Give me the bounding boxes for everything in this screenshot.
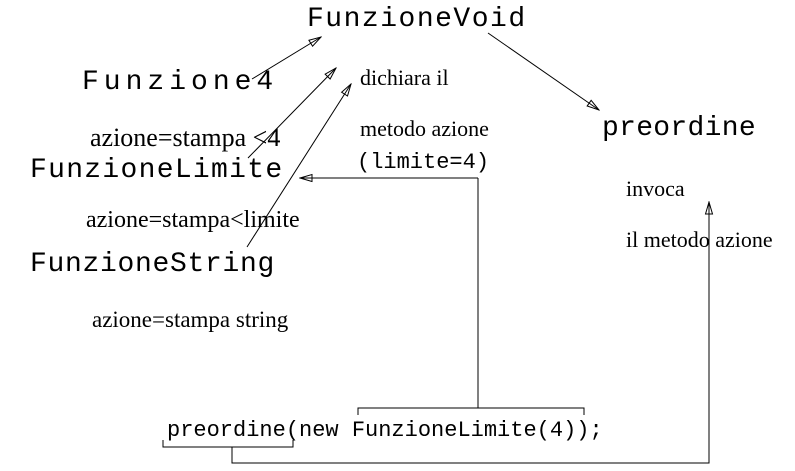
note-line: dichiara il bbox=[360, 65, 449, 90]
label-limite-param: (limite=4) bbox=[357, 150, 490, 175]
node-title-funzionelimite: FunzioneLimite bbox=[30, 155, 284, 186]
node-title-funzionevoid: FunzioneVoid bbox=[307, 4, 527, 35]
node-note-funzionelimite: azione=stampa<limite bbox=[86, 178, 300, 263]
node-note-preordine: invoca il metodo azione bbox=[626, 146, 773, 282]
bracket-over-funzionelimite-arg bbox=[357, 407, 585, 415]
note-line: metodo azione bbox=[360, 116, 489, 141]
node-note-funzione4: azione=stampa <4 bbox=[90, 95, 280, 180]
node-title-funzione4: Funzione4 bbox=[82, 67, 279, 98]
node-title-preordine: preordine bbox=[602, 113, 756, 144]
node-note-funzionestring: azione=stampa string bbox=[92, 277, 288, 362]
arrow-funzione4-to-funzionevoid bbox=[251, 37, 321, 80]
connector-code-to-preordine bbox=[231, 202, 709, 464]
arrow-funzionelimite-to-funzionevoid bbox=[247, 68, 336, 159]
label-code-statement: preordine(new FunzioneLimite(4)); bbox=[167, 418, 603, 443]
arrow-funzionestring-to-funzionevoid bbox=[246, 84, 351, 248]
note-line: invoca bbox=[626, 176, 685, 201]
note-line: azione=stampa<limite bbox=[86, 207, 300, 233]
node-title-funzionestring: FunzioneString bbox=[30, 249, 276, 280]
note-line: azione=stampa string bbox=[92, 307, 289, 332]
note-line: il metodo azione bbox=[626, 227, 773, 252]
arrow-funzionevoid-to-preordine bbox=[487, 32, 599, 110]
bracket-under-preordine bbox=[162, 440, 294, 448]
note-line: azione=stampa <4 bbox=[90, 123, 281, 152]
node-note-funzionevoid: dichiara il metodo azione bbox=[360, 35, 489, 171]
